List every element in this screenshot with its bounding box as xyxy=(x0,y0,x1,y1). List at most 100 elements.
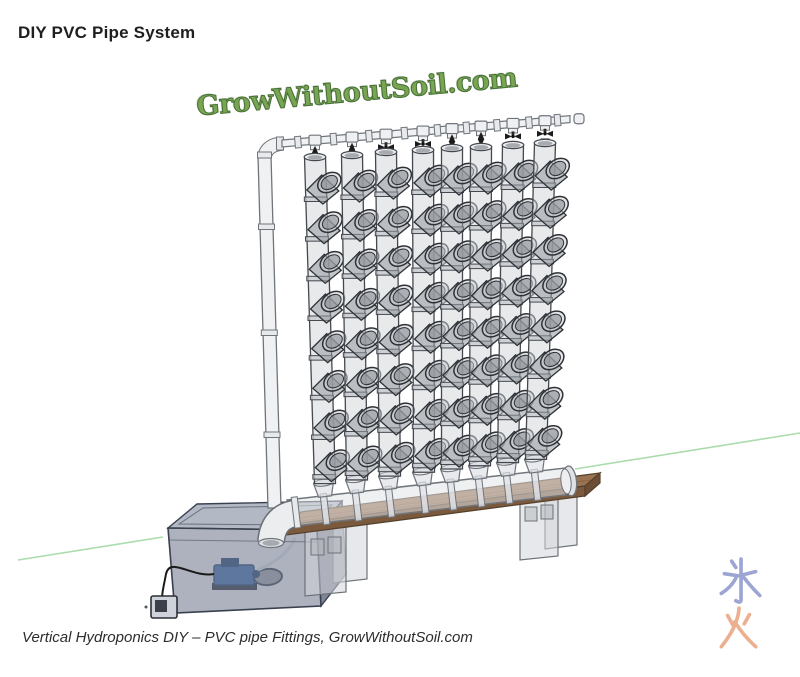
ground-axis-line xyxy=(574,432,800,470)
wye-mouth-inner xyxy=(320,174,338,191)
ice-character-stroke xyxy=(742,576,762,598)
supply-pipe-coupler xyxy=(258,223,275,230)
fire-character-stroke xyxy=(742,612,752,626)
fire-character-stroke xyxy=(733,619,758,649)
supply-pipe-coupler xyxy=(260,329,278,336)
wye-mouth-inner xyxy=(543,351,561,368)
block-cell xyxy=(524,506,538,522)
wye-mouth-inner xyxy=(360,409,379,425)
wye-mouth-inner xyxy=(359,291,377,307)
valve-handle xyxy=(537,130,544,137)
wye-mouth-inner xyxy=(326,373,345,389)
grow-tower xyxy=(468,142,507,467)
ground-axis-line xyxy=(17,536,164,561)
wye-mouth-inner xyxy=(357,172,375,189)
manifold-coupler xyxy=(462,121,471,135)
drain-elbow-opening xyxy=(262,540,280,546)
wye-mouth-inner xyxy=(324,293,342,310)
wye-mouth-inner xyxy=(391,209,409,225)
wye-mouth-inner xyxy=(357,212,376,228)
supply-pipe-coupler xyxy=(263,431,281,438)
tee-fitting xyxy=(538,115,552,127)
manifold-coupler xyxy=(492,118,502,132)
tower-top-opening xyxy=(473,145,489,150)
tee-fitting xyxy=(345,131,359,143)
wye-mouth-inner xyxy=(549,160,567,177)
wye-mouth-inner xyxy=(541,428,559,444)
wye-mouth-inner xyxy=(359,330,377,346)
manifold-coupler xyxy=(364,129,374,143)
tower-top-opening xyxy=(444,146,460,151)
wye-mouth-inner xyxy=(327,412,346,429)
ice-character-stroke xyxy=(741,569,758,577)
grow-tower xyxy=(524,138,571,461)
plank-end xyxy=(584,471,601,498)
fire-character-stroke xyxy=(719,606,741,649)
valve-handle xyxy=(424,141,431,148)
manifold-end-cap xyxy=(573,113,585,125)
manifold-coupler xyxy=(400,126,409,140)
tower-top-opening xyxy=(307,155,323,160)
valve-knob xyxy=(543,132,547,136)
fire-character-stroke xyxy=(725,613,735,627)
wye-mouth-inner xyxy=(542,390,560,406)
wye-mouth-inner xyxy=(544,313,563,329)
valve-handle xyxy=(505,133,512,140)
tee-fitting xyxy=(445,123,459,135)
plug-pin xyxy=(144,605,148,609)
valve-stem xyxy=(421,139,425,144)
valve-handle xyxy=(415,141,422,148)
grow-tower xyxy=(374,147,416,477)
valve-stem xyxy=(511,131,515,136)
collection-pipe xyxy=(257,454,578,549)
tower-top-opening xyxy=(415,148,431,153)
wye-mouth-inner xyxy=(360,370,378,386)
timer-face xyxy=(155,600,167,612)
collection-end-cap-face xyxy=(560,468,572,495)
wye-mouth-inner xyxy=(325,333,343,349)
block-cell xyxy=(327,536,342,554)
valve-stem xyxy=(543,128,547,133)
drain-elbow-collar xyxy=(290,496,302,529)
wye-mouth-inner xyxy=(361,448,379,465)
wye-mouth-inner xyxy=(329,452,347,468)
block-cell xyxy=(540,504,554,520)
ice-character xyxy=(719,557,762,604)
manifold-coupler xyxy=(293,135,303,149)
grow-tower xyxy=(440,143,478,470)
manifold-coupler xyxy=(329,132,338,146)
manifold-coupler xyxy=(553,113,562,127)
wye-mouth-inner xyxy=(548,199,566,215)
wye-mouth-inner xyxy=(546,237,565,253)
wye-mouth-inner xyxy=(393,366,411,382)
grow-tower xyxy=(303,152,351,485)
valve-handle xyxy=(514,133,521,140)
image-caption: Vertical Hydroponics DIY – PVC pipe Fitt… xyxy=(22,629,473,646)
tee-fitting xyxy=(308,134,322,146)
ice-character-stroke xyxy=(719,573,739,596)
wye-mouth-inner xyxy=(393,327,411,343)
wye-mouth-inner xyxy=(392,287,410,303)
reservoir-lid-edge xyxy=(168,539,319,543)
wye-mouth-inner xyxy=(394,445,412,461)
tower-top-opening xyxy=(344,153,360,158)
wye-mouth-inner xyxy=(545,275,564,291)
wye-mouth-inner xyxy=(391,169,409,186)
valve-knob xyxy=(511,134,515,139)
wye-mouth-inner xyxy=(392,248,410,264)
tee-fitting xyxy=(379,128,393,140)
manifold-coupler xyxy=(433,123,442,137)
ice-character-stroke xyxy=(734,557,743,604)
tower-top-opening xyxy=(505,143,521,148)
tee-fitting xyxy=(474,120,488,132)
tee-fitting xyxy=(416,125,430,137)
tower-top-opening xyxy=(537,141,553,146)
elbow-collar xyxy=(257,151,272,159)
tee-fitting xyxy=(506,117,520,130)
block-cell xyxy=(310,538,325,556)
cinder-blocks xyxy=(304,488,578,597)
pump-timer xyxy=(144,595,178,619)
valve-handle xyxy=(546,130,553,137)
